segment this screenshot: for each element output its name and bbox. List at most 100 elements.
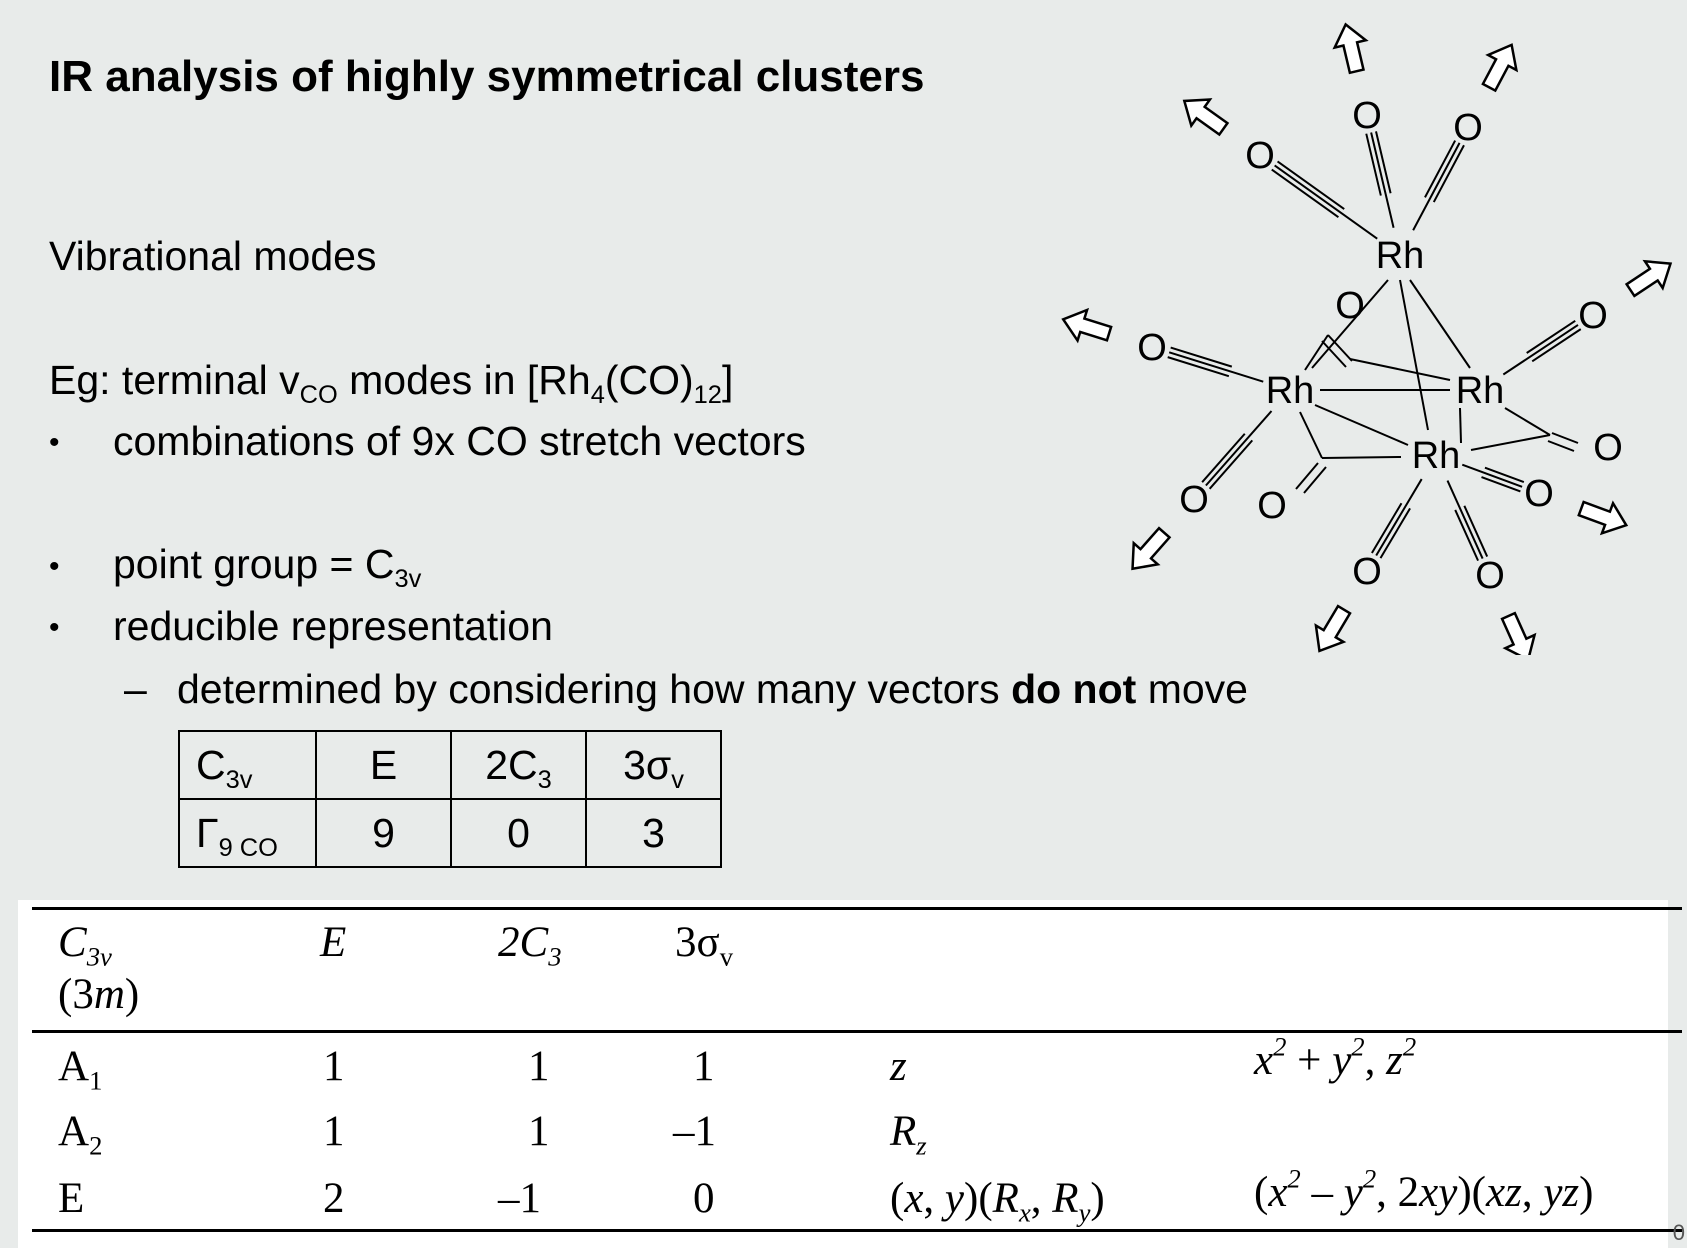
stretch-arrow <box>1481 43 1519 93</box>
bridge-bond <box>1504 407 1551 436</box>
co-bond <box>1201 433 1246 483</box>
oxygen-label: O <box>1453 107 1483 149</box>
co-bond <box>1365 133 1382 196</box>
bridge-bond <box>1321 340 1347 368</box>
bridge-bond <box>1470 434 1551 451</box>
co-bond <box>1371 502 1403 554</box>
co-bond <box>1168 351 1264 383</box>
stretch-arrow <box>1500 611 1537 655</box>
gamma-value-sigma: 3 <box>585 798 722 868</box>
stretch-arrow <box>1061 307 1113 344</box>
co-bond <box>1463 505 1489 557</box>
dash-marker: – <box>124 666 147 712</box>
slide-title: IR analysis of highly symmetrical cluste… <box>49 52 925 101</box>
page-number: 0 <box>1672 1220 1685 1245</box>
oxygen-label: O <box>1257 485 1287 527</box>
bridge-bond <box>1299 411 1323 459</box>
co-bond <box>1446 480 1484 559</box>
rh-label: Rh <box>1376 235 1425 277</box>
e-e: 2 <box>323 1175 345 1222</box>
a2-sigma: –1 <box>673 1108 716 1155</box>
gamma-header-c3: 2C3 <box>450 730 587 800</box>
gamma-value-e: 9 <box>315 798 452 868</box>
bullet-combinations: combinations of 9x CO stretch vectors <box>113 418 806 464</box>
co-bond <box>1271 168 1339 218</box>
rh-rh-bond <box>1409 279 1471 369</box>
irrep-a2: A2 <box>58 1108 103 1161</box>
bridge-bond <box>1551 432 1579 444</box>
example-line: Eg: terminal vCO modes in [Rh4(CO)12] <box>49 357 734 409</box>
table-bottom-rule <box>32 1229 1682 1232</box>
stretch-arrow <box>1182 98 1230 137</box>
a1-c3: 1 <box>528 1043 550 1090</box>
co-bond <box>1205 410 1273 487</box>
rh-rh-bond <box>1399 279 1429 431</box>
header-e: E <box>320 919 347 966</box>
co-bond <box>1375 478 1423 557</box>
stretch-arrow <box>1131 526 1172 571</box>
oxygen-label: O <box>1578 295 1608 337</box>
co-bond <box>1484 466 1525 484</box>
e-quadratic: (x2 – y2, 2xy)(xz, yz) <box>1254 1163 1594 1216</box>
sub-bullet-determined: determined by considering how many vecto… <box>177 666 1248 712</box>
gamma-row: Γ9 CO 9 0 3 <box>178 798 722 868</box>
co-bond <box>1461 463 1523 488</box>
stretch-arrow <box>1577 500 1629 536</box>
bridge-bond <box>1304 334 1329 371</box>
co-bond <box>1481 476 1521 493</box>
irrep-a1: A1 <box>58 1043 103 1096</box>
a1-sigma: 1 <box>693 1043 715 1090</box>
co-bond <box>1274 164 1378 240</box>
co-bond <box>1531 328 1582 363</box>
gamma-header-row: C3v E 2C3 3σv <box>178 730 722 800</box>
gamma-header-e: E <box>315 730 452 800</box>
gamma-table: C3v E 2C3 3σv Γ9 CO 9 0 3 <box>178 730 722 868</box>
header-group-hm: (3m) <box>58 971 140 1018</box>
a2-e: 1 <box>323 1108 345 1155</box>
oxygen-label: O <box>1593 427 1623 469</box>
bridge-bond <box>1321 456 1402 459</box>
a1-e: 1 <box>323 1043 345 1090</box>
header-sigma: 3σv <box>675 919 734 972</box>
bridge-bond <box>1295 462 1319 490</box>
rh-label: Rh <box>1412 435 1461 477</box>
stretch-arrow <box>1624 259 1673 298</box>
bridge-bond <box>1327 334 1353 362</box>
bullet-marker: • <box>49 550 60 583</box>
rh-label: Rh <box>1266 370 1315 412</box>
co-bond <box>1208 439 1254 490</box>
gamma-header-sigma: 3σv <box>585 730 722 800</box>
e-linear: (x, y)(Rx, Ry) <box>890 1175 1105 1228</box>
oxygen-label: O <box>1335 285 1365 327</box>
bullet-marker: • <box>49 611 60 644</box>
bridge-bond <box>1349 358 1451 381</box>
rh-rh-bond <box>1459 407 1462 444</box>
co-bond <box>1170 346 1233 368</box>
co-bond <box>1379 507 1411 559</box>
table-header-rule <box>32 1030 1682 1033</box>
co-bond <box>1375 131 1392 194</box>
a2-c3: 1 <box>528 1108 550 1155</box>
oxygen-label: O <box>1137 327 1167 369</box>
co-bond <box>1276 160 1345 210</box>
header-group: C3v <box>58 919 112 972</box>
co-bond <box>1526 319 1576 354</box>
bullet-reducible: reducible representation <box>113 603 553 649</box>
oxygen-label: O <box>1352 95 1382 137</box>
character-table: C3v (3m) E 2C3 3σv A1 1 1 1 z x2 + y2, z… <box>18 900 1682 1248</box>
subtitle: Vibrational modes <box>49 233 377 279</box>
stretch-arrow <box>1332 22 1369 75</box>
table-top-rule <box>32 907 1682 910</box>
oxygen-label: O <box>1245 135 1275 177</box>
gamma-row-label: Γ9 CO <box>178 798 317 868</box>
rh-rh-bond <box>1314 404 1409 446</box>
bridge-bond <box>1303 466 1327 494</box>
irrep-e: E <box>58 1175 85 1222</box>
co-bond <box>1502 324 1579 376</box>
header-c3: 2C3 <box>498 919 562 972</box>
bridge-bond <box>1547 440 1575 452</box>
bullet-point-group: point group = C3v <box>113 541 422 593</box>
oxygen-label: O <box>1475 555 1505 597</box>
rh-rh-bond <box>1311 279 1389 369</box>
